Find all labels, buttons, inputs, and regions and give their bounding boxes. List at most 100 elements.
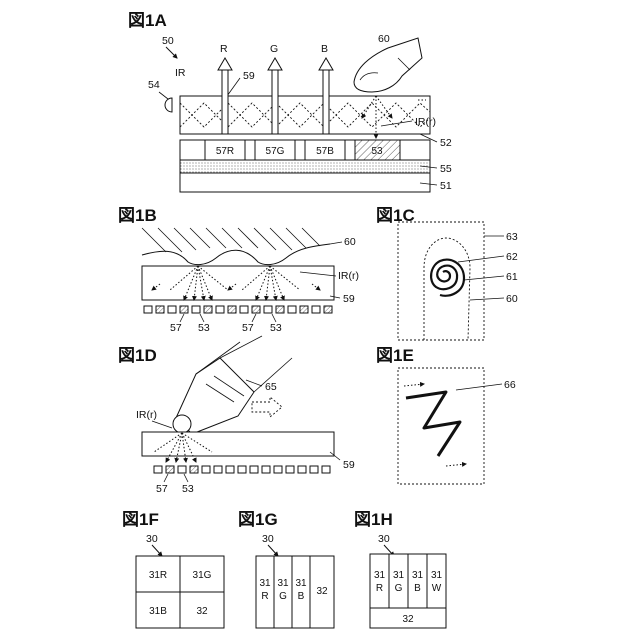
ref-trace-66: 66 xyxy=(504,379,516,391)
cell-label-53: 53 xyxy=(371,146,383,157)
pen-body-line-2 xyxy=(220,336,262,358)
ref-light-source-54: 54 xyxy=(148,79,160,91)
figure-1a-title: 図1A xyxy=(128,11,167,30)
pixel-label-57-1: 57 xyxy=(170,322,182,334)
ref-30f: 30 xyxy=(146,533,158,545)
ref-reflected-ir: IR(r) xyxy=(415,116,436,128)
ref-30h: 30 xyxy=(378,533,390,545)
ref-substrate-51: 51 xyxy=(440,180,452,192)
light-source-icon xyxy=(165,98,172,112)
ref-finger-60c: 60 xyxy=(506,293,518,305)
cell-1g-31b-num: 31 xyxy=(295,578,307,589)
plate-59b xyxy=(142,266,334,300)
leader-65 xyxy=(246,380,262,386)
cell-1h-32: 32 xyxy=(402,614,414,625)
figure-1g-title: 図1G xyxy=(238,510,278,529)
leader-ir-r-d xyxy=(152,421,172,428)
leader-60c xyxy=(470,298,504,300)
figure-1h: 図1H 30 31 R 31 G 31 B 31 W 32 xyxy=(354,510,446,628)
figure-1c-title: 図1C xyxy=(376,206,415,225)
cell-1f-32: 32 xyxy=(196,606,208,617)
leader-53b-2 xyxy=(272,314,276,322)
pixel-row-d xyxy=(154,466,330,473)
figure-1f: 図1F 30 31R 31G 31B 32 xyxy=(122,510,224,628)
cell-1h-31r-num: 31 xyxy=(374,570,386,581)
cell-1g-31g-letter: G xyxy=(279,591,287,602)
cell-1f-31b: 31B xyxy=(149,606,167,617)
ref-cover-52: 52 xyxy=(440,137,452,149)
leader-57b-2 xyxy=(252,314,256,322)
movement-arrow-icon xyxy=(252,397,282,417)
ref-frame-63: 63 xyxy=(506,231,518,243)
ref-ir-label: IR xyxy=(175,67,186,79)
leader-53d xyxy=(184,474,188,482)
ref-plate-59b: 59 xyxy=(343,293,355,305)
cell-1g-31r-letter: R xyxy=(261,591,268,602)
finger-ridge-profile xyxy=(142,244,330,265)
substrate-51 xyxy=(180,173,430,192)
pen-tip-icon xyxy=(173,415,191,433)
figure-1b: 図1B 60 xyxy=(118,206,359,334)
figure-1e: 図1E 66 xyxy=(376,346,516,484)
figure-1b-title: 図1B xyxy=(118,206,157,225)
cell-label-57r: 57R xyxy=(216,146,234,157)
cell-1f-31g: 31G xyxy=(193,570,212,581)
cell-1g-32: 32 xyxy=(316,586,328,597)
figure-1f-title: 図1F xyxy=(122,510,159,529)
leader-57d xyxy=(164,474,168,482)
ref-plate-59d: 59 xyxy=(343,459,355,471)
ref-reflected-ir-d: IR(r) xyxy=(136,409,157,421)
pixel-label-53-d: 53 xyxy=(182,483,194,495)
cell-1h-31g-num: 31 xyxy=(393,570,405,581)
ref-device-arrow xyxy=(166,47,177,58)
figure-1g: 図1G 30 31 R 31 G 31 B 32 xyxy=(238,510,334,628)
ref-inner-62: 62 xyxy=(506,251,518,263)
ref-device-50: 50 xyxy=(162,35,174,47)
leader-62 xyxy=(458,256,504,262)
trace-end-arrow xyxy=(446,464,466,466)
leader-66 xyxy=(456,384,502,390)
finger-surface-hatch xyxy=(142,228,320,252)
fingerprint-spiral-61 xyxy=(431,260,464,296)
cell-1h-31g-letter: G xyxy=(395,583,403,594)
light-guide-plate xyxy=(180,96,430,134)
finger-60-icon xyxy=(354,38,422,92)
ref-30f-arrow xyxy=(152,545,162,556)
cell-1h-31w-letter: W xyxy=(432,583,442,594)
cell-1h-31r-letter: R xyxy=(376,583,383,594)
ref-finger-60b: 60 xyxy=(344,236,356,248)
leader-57b-1 xyxy=(180,314,184,322)
light-label-g: G xyxy=(270,43,278,55)
cell-1h-31b-letter: B xyxy=(414,583,421,594)
leader-60b xyxy=(330,242,342,244)
figure-1c: 図1C 63 62 61 60 xyxy=(376,206,518,340)
cell-1h-31w-num: 31 xyxy=(431,570,443,581)
ref-30g-arrow xyxy=(268,545,278,556)
pixel-label-53-2: 53 xyxy=(270,322,282,334)
cell-1f-31r: 31R xyxy=(149,570,167,581)
figure-1d-title: 図1D xyxy=(118,346,157,365)
ref-finger-60: 60 xyxy=(378,33,390,45)
cell-1g-31b-letter: B xyxy=(298,591,305,602)
layer-55 xyxy=(180,160,430,173)
figure-1d: 図1D 65 IR(r) 59 xyxy=(118,336,355,495)
figure-1h-title: 図1H xyxy=(354,510,393,529)
pen-trace-66 xyxy=(406,392,460,456)
pixel-label-53-1: 53 xyxy=(198,322,210,334)
pixel-label-57-2: 57 xyxy=(242,322,254,334)
leader-53b-1 xyxy=(200,314,204,322)
cell-1h-31b-num: 31 xyxy=(412,570,424,581)
trace-start-arrow xyxy=(404,384,424,386)
cell-1g-31r-num: 31 xyxy=(259,578,271,589)
pixel-row-b xyxy=(144,306,332,313)
leader-54 xyxy=(159,92,168,99)
ref-30g: 30 xyxy=(262,533,274,545)
light-label-b: B xyxy=(321,43,328,55)
ref-print-61: 61 xyxy=(506,271,518,283)
cell-label-57b: 57B xyxy=(316,146,334,157)
figure-1a: 図1A 50 IR 54 59 R G B xyxy=(128,11,452,192)
light-label-r: R xyxy=(220,43,228,55)
figure-1e-title: 図1E xyxy=(376,346,414,365)
cell-label-57g: 57G xyxy=(266,146,285,157)
